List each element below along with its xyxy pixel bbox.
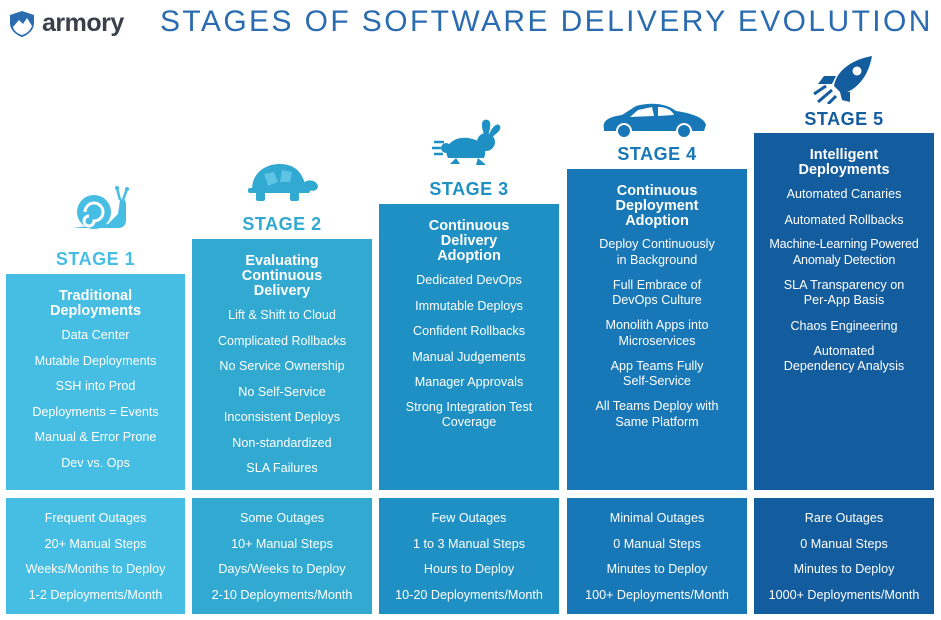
- outcome-item: 20+ Manual Steps: [44, 536, 147, 551]
- stage-item: Full Embrace of DevOps Culture: [612, 277, 702, 308]
- outcome-panel: Frequent Outages 20+ Manual Steps Weeks/…: [6, 498, 185, 614]
- stage-panel: Traditional Deployments Data Center Muta…: [6, 274, 185, 490]
- outcome-item: Weeks/Months to Deploy: [25, 562, 166, 576]
- stage-item: No Service Ownership: [219, 359, 345, 373]
- outcome-item: 10-20 Deployments/Month: [395, 587, 543, 602]
- stage-panel: Intelligent Deployments Automated Canari…: [754, 133, 934, 490]
- stage-item: Automated Dependency Analysis: [783, 343, 905, 374]
- header: armory STAGES OF SOFTWARE DELIVERY EVOLU…: [0, 0, 941, 44]
- rabbit-icon: [432, 119, 501, 165]
- outcome-item: 1000+ Deployments/Month: [768, 587, 920, 602]
- outcome-item: Hours to Deploy: [423, 562, 515, 576]
- outcome-item: Minimal Outages: [609, 511, 705, 525]
- outcome-item: 2-10 Deployments/Month: [211, 587, 353, 602]
- stage-item: SSH into Prod: [55, 379, 136, 393]
- stage-item: Non-standardized: [232, 435, 332, 450]
- stage-item: Monolith Apps into Microservices: [605, 318, 709, 348]
- outcome-item: 1-2 Deployments/Month: [28, 587, 163, 602]
- stage-item: No Self-Service: [238, 384, 326, 399]
- outcome-item: Minutes to Deploy: [793, 562, 895, 576]
- stage-label: STAGE 2: [242, 214, 322, 234]
- outcome-item: 0 Manual Steps: [800, 536, 888, 551]
- outcome-item: 100+ Deployments/Month: [585, 587, 729, 602]
- stage-label: STAGE 5: [804, 109, 884, 129]
- stage-item: SLA Transparency on Per-App Basis: [783, 277, 905, 308]
- stage-item: Confident Rollbacks: [412, 324, 525, 338]
- stage-title: Intelligent Deployments: [798, 147, 890, 178]
- outcome-item: Days/Weeks to Deploy: [218, 562, 346, 576]
- stage-item: Immutable Deploys: [415, 298, 523, 313]
- stage-item: Manual Judgements: [412, 349, 526, 364]
- stage-item: Complicated Rollbacks: [217, 333, 347, 348]
- turtle-icon: [248, 164, 318, 201]
- stage-item: Mutable Deployments: [34, 353, 157, 368]
- outcome-item: 1 to 3 Manual Steps: [412, 536, 525, 551]
- stage-item: Automated Rollbacks: [784, 212, 904, 227]
- page-title: STAGES OF SOFTWARE DELIVERY EVOLUTION: [160, 5, 933, 38]
- stage-item: Inconsistent Deploys: [223, 410, 341, 424]
- stage-item: Chaos Engineering: [790, 319, 898, 333]
- outcome-item: Minutes to Deploy: [606, 562, 708, 576]
- stage-title: Continuous Deployment Adoption: [615, 183, 699, 229]
- outcome-panel: Some Outages 10+ Manual Steps Days/Weeks…: [192, 498, 372, 614]
- logo-text: armory: [42, 9, 124, 37]
- stage-item: Lift & Shift to Cloud: [228, 308, 336, 322]
- outcome-item: 0 Manual Steps: [613, 536, 701, 551]
- stage-item: Strong Integration Test Coverage: [405, 399, 533, 430]
- outcome-item: Some Outages: [239, 511, 324, 525]
- stage-panel: Continuous Delivery Adoption Dedicated D…: [379, 204, 559, 490]
- stage-item: Dev vs. Ops: [61, 455, 130, 470]
- outcome-item: 10+ Manual Steps: [231, 536, 333, 551]
- stage-label: STAGE 4: [617, 144, 697, 164]
- stage-item: Machine-Learning Powered Anomaly Detecti…: [769, 237, 919, 267]
- stage-item: Data Center: [61, 328, 130, 342]
- outcome-panel: Rare Outages 0 Manual Steps Minutes to D…: [754, 498, 934, 614]
- car-icon: [603, 103, 706, 139]
- stage-item: Manager Approvals: [414, 375, 524, 389]
- outcome-panel: Few Outages 1 to 3 Manual Steps Hours to…: [379, 498, 559, 614]
- armory-logo[interactable]: armory: [8, 8, 158, 38]
- stage-item: SLA Failures: [246, 461, 318, 475]
- stage-item: Dedicated DevOps: [416, 273, 522, 287]
- stage-item: Automated Canaries: [786, 187, 902, 201]
- snail-icon: [72, 186, 129, 229]
- stage-panel: Evaluating Continuous Delivery Lift & Sh…: [192, 239, 372, 490]
- outcome-item: Few Outages: [431, 511, 507, 525]
- stage-item: Deployments = Events: [32, 404, 159, 419]
- outcome-item: Rare Outages: [804, 511, 884, 525]
- stage-panel: Continuous Deployment Adoption Deploy Co…: [567, 169, 747, 490]
- stage-label: STAGE 3: [429, 179, 509, 199]
- stage-label: STAGE 1: [55, 249, 136, 269]
- stage-item: All Teams Deploy with Same Platform: [595, 399, 719, 429]
- stage-item: Manual & Error Prone: [34, 430, 157, 444]
- stage-title: Evaluating Continuous Delivery: [241, 253, 323, 299]
- armory-shield-icon: [10, 11, 34, 37]
- stage-item: Deploy Continuously in Background: [599, 237, 715, 267]
- outcome-panel: Minimal Outages 0 Manual Steps Minutes t…: [567, 498, 747, 614]
- outcome-item: Frequent Outages: [44, 511, 147, 525]
- stage-item: App Teams Fully Self-Service: [610, 358, 704, 389]
- stage-title: Traditional Deployments: [49, 288, 142, 319]
- rocket-icon: [813, 56, 872, 104]
- stage-title: Continuous Delivery Adoption: [428, 218, 510, 264]
